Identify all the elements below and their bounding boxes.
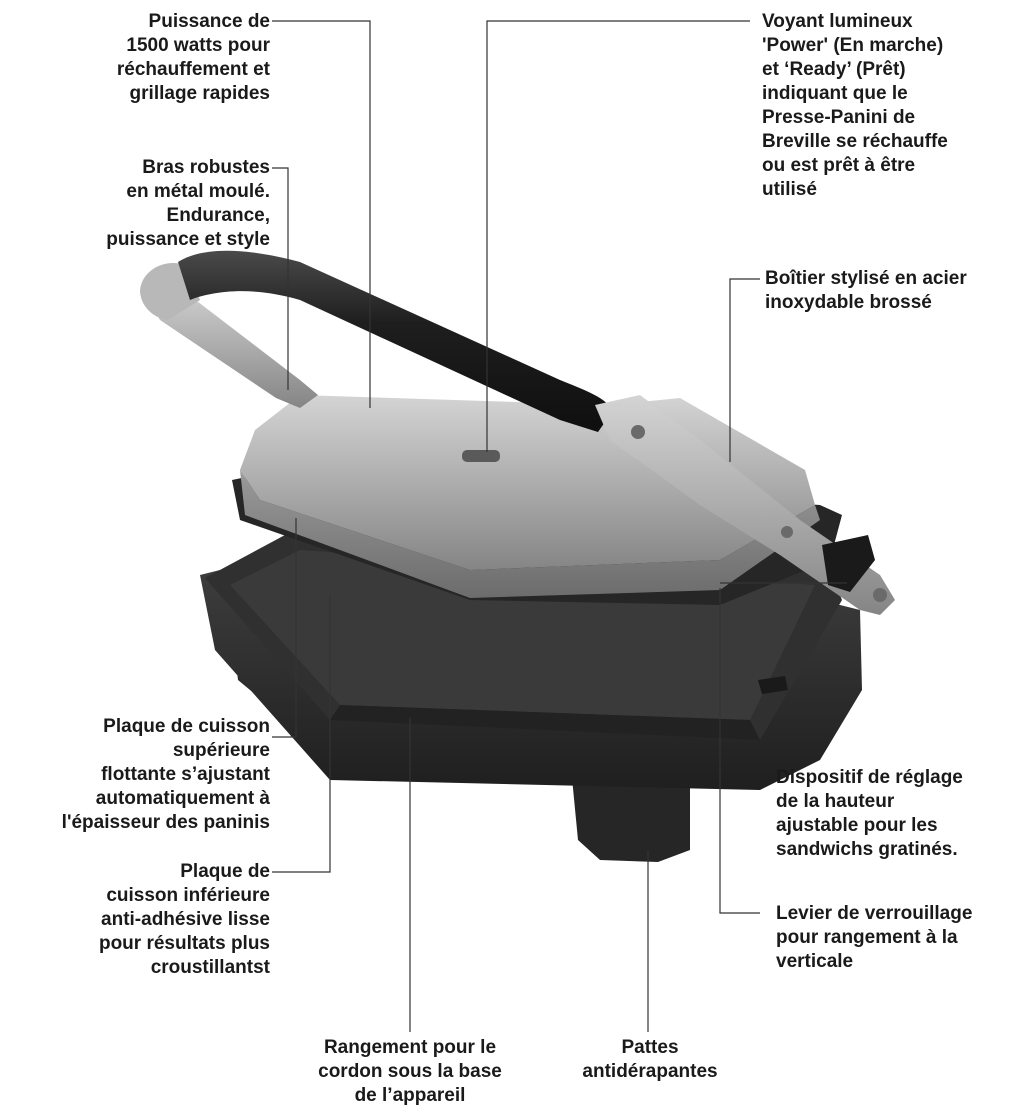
right-arm-bolt <box>781 526 793 538</box>
left-arm <box>148 282 318 408</box>
leader-boitier <box>729 278 760 462</box>
leader-voyant <box>486 20 750 452</box>
height-adjust-lever <box>822 535 875 592</box>
callout-puissance: Puissance de 1500 watts pour réchauffeme… <box>116 11 270 104</box>
front-foot-right <box>572 775 690 862</box>
callout-pattes: Pattes antidérapantes <box>582 1037 718 1082</box>
callout-plaque-inferieure: Plaque de cuisson inférieure anti-adhési… <box>98 861 270 978</box>
indicator-light <box>462 450 500 462</box>
leader-plaque-inf <box>272 595 331 873</box>
right-arm-end-bolt <box>873 588 887 602</box>
base-tray-rim-shade <box>330 705 760 740</box>
right-arm-pivot <box>631 425 645 439</box>
handle-bar <box>178 250 612 432</box>
leader-puissance <box>272 20 371 408</box>
callout-boitier: Boîtier stylisé en acier inoxydable bros… <box>765 268 967 313</box>
leader-levier <box>719 588 760 914</box>
leader-plaque-sup <box>272 518 297 738</box>
right-arm <box>595 395 895 615</box>
steel-lid-front <box>240 470 820 598</box>
callout-reglage-hauteur: Dispositif de réglage de la hauteur ajus… <box>776 767 963 860</box>
callout-bras: Bras robustes en métal moulé. Endurance,… <box>106 157 270 250</box>
callout-levier-verrouillage: Levier de verrouillage pour rangement à … <box>776 903 973 972</box>
callout-rangement-cordon: Rangement pour le cordon sous la base de… <box>318 1037 502 1106</box>
callout-plaque-superieure: Plaque de cuisson supérieure flottante s… <box>61 716 270 833</box>
callout-voyant: Voyant lumineux 'Power' (En marche) et ‘… <box>762 11 948 200</box>
leader-bras <box>272 167 289 390</box>
side-latch <box>758 676 788 694</box>
